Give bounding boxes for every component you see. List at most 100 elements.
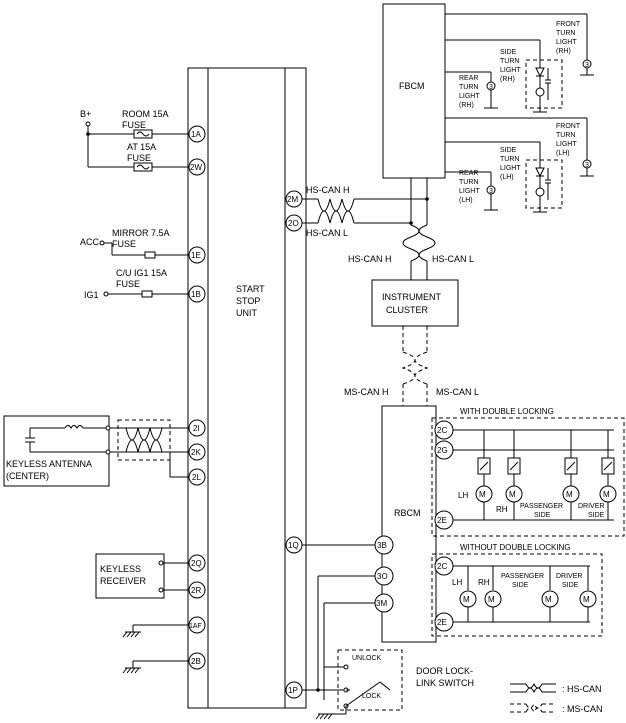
svg-text:3: 3 (489, 188, 493, 195)
side-lh-label-2: TURN (500, 156, 519, 163)
terminal-2B: 2B (191, 657, 201, 666)
turn-lights-rh: 3 FRONT TURN LIGHT (RH) SIDE TURN LIGHT … (445, 13, 594, 113)
hs-can-h-label-2: HS-CAN H (348, 254, 392, 264)
motor-rh-nodl: M RH (478, 566, 502, 622)
lh-label-nodl: LH (452, 578, 462, 587)
legend: : HS-CAN : MS-CAN (510, 682, 603, 714)
motor-driver-nodl: M DRIVER SIDE (556, 566, 597, 622)
side-rh-label-4: (RH) (500, 76, 515, 83)
rear-lh-label-4: (LH) (459, 197, 473, 204)
shield-enclosure (117, 419, 171, 461)
motor-icon-driver-dl: M (603, 490, 610, 499)
passenger-side-label-dl-1: PASSENGER (520, 503, 563, 510)
passenger-side-label-nodl-1: PASSENGER (501, 573, 544, 580)
terminal-2L: 2L (192, 473, 201, 482)
door-lock-link-switch: UNLOCK LOCK DOOR LOCK- LINK SWITCH (315, 649, 474, 720)
terminal-2O: 2O (288, 219, 299, 228)
keyless-antenna-label-2: (CENTER) (6, 471, 49, 481)
motor-icon-passenger-nodl: M (545, 595, 552, 604)
motor-icon-lh-dl: M (479, 490, 486, 499)
motor-icon-rh-dl: M (509, 490, 516, 499)
without-double-locking: WITHOUT DOUBLE LOCKING M LH M RH M PASSE… (431, 543, 603, 637)
front-rh-label-3: LIGHT (556, 39, 577, 46)
front-rh-label-2: TURN (556, 30, 575, 37)
driver-side-label-dl-1: DRIVER (578, 503, 604, 510)
terminal-3B: 3B (377, 541, 387, 550)
side-rh-label-2: TURN (500, 58, 519, 65)
power-supply: B+ ROOM 15A FUSE AT 15A FUSE ACC MIRROR … (80, 109, 189, 300)
at-fuse-label-2: FUSE (127, 153, 151, 163)
passenger-side-label-nodl-2: SIDE (512, 582, 529, 589)
with-double-locking-label: WITH DOUBLE LOCKING (460, 407, 554, 416)
switch-label-1: DOOR LOCK- (416, 666, 473, 676)
turn-lights-lh: 3 FRONT TURN LIGHT (LH) SIDE TURN LIGHT … (445, 117, 594, 213)
terminal-1Q: 1Q (288, 541, 299, 550)
ms-can-bus: MS-CAN H MS-CAN L (344, 326, 479, 406)
ssu-label-1: START (236, 284, 265, 294)
rbcm-label: RBCM (394, 508, 421, 518)
terminal-2Q: 2Q (191, 559, 202, 568)
motor-icon-passenger-dl: M (566, 490, 573, 499)
start-stop-unit: START STOP UNIT (187, 67, 307, 709)
terminal-2G: 2G (437, 446, 448, 455)
ssu-terminals-left: 1A 2W 1E 1B 2I 2K 2L 2Q 2R 1AF 2B (188, 125, 206, 670)
rear-rh-label-3: LIGHT (459, 93, 480, 100)
ssu-label-2: STOP (236, 296, 260, 306)
motor-passenger-nodl: M PASSENGER SIDE (501, 566, 559, 622)
cu-ig1-fuse-label-1: C/U IG1 15A (116, 268, 167, 278)
instrument-cluster-label-2: CLUSTER (386, 305, 429, 315)
front-rh-label-1: FRONT (556, 21, 581, 28)
acc-label: ACC (80, 237, 100, 247)
front-rh-label-4: (RH) (556, 48, 571, 55)
svg-text:3: 3 (585, 162, 589, 169)
side-rh-label-3: LIGHT (500, 67, 521, 74)
motor-icon-rh-nodl: M (488, 595, 495, 604)
ms-can-h-label: MS-CAN H (344, 387, 389, 397)
ssu-rbcm-wires (302, 544, 375, 700)
terminal-1B: 1B (191, 290, 201, 299)
rh-label-nodl: RH (478, 578, 490, 587)
side-lh-label-3: LIGHT (500, 165, 521, 172)
side-lh-label-4: (LH) (500, 174, 514, 181)
mirror-fuse-label-2: FUSE (112, 239, 136, 249)
rear-lh-label-3: LIGHT (459, 188, 480, 195)
side-lh-label-1: SIDE (500, 147, 517, 154)
passenger-side-label-dl-2: SIDE (534, 512, 551, 519)
unlock-label: UNLOCK (352, 655, 382, 662)
legend-hs-can: : HS-CAN (562, 684, 602, 694)
terminal-1A: 1A (191, 130, 201, 139)
mirror-fuse-label-1: MIRROR 7.5A (112, 228, 170, 238)
hs-can-l-label-1: HS-CAN L (306, 228, 348, 238)
motor-driver-dl: M DRIVER SIDE (578, 430, 617, 520)
legend-ms-can: : MS-CAN (562, 704, 603, 714)
motor-lh-nodl: M LH (452, 566, 477, 622)
motor-icon-driver-nodl: M (583, 595, 590, 604)
driver-side-label-dl-2: SIDE (588, 512, 605, 519)
b-plus-label: B+ (80, 109, 91, 119)
keyless-receiver-label-2: RECEIVER (100, 576, 147, 586)
rear-rh-label-2: TURN (459, 84, 478, 91)
terminal-1AF: 1AF (189, 623, 202, 630)
terminal-1E: 1E (191, 251, 201, 260)
terminal-2R: 2R (191, 586, 201, 595)
rear-lh-label-1: REAR (459, 170, 478, 177)
rear-rh-label-4: (RH) (459, 102, 474, 109)
ig1-label: IG1 (84, 290, 99, 300)
front-lh-label-2: TURN (556, 132, 575, 139)
driver-side-label-nodl-2: SIDE (562, 582, 579, 589)
terminal-2I: 2I (193, 424, 200, 433)
motor-rh-dl: M RH (496, 430, 523, 520)
driver-side-label-nodl-1: DRIVER (556, 573, 582, 580)
lh-label-dl: LH (458, 491, 468, 500)
terminal-2E-a: 2E (437, 516, 447, 525)
fbcm: FBCM (382, 3, 446, 179)
instrument-cluster: INSTRUMENT CLUSTER (371, 279, 459, 327)
rear-rh-label-1: REAR (459, 75, 478, 82)
keyless-receiver: KEYLESS RECEIVER (95, 553, 189, 599)
room-fuse-label-1: ROOM 15A (122, 109, 169, 119)
room-fuse-label-2: FUSE (122, 120, 146, 130)
keyless-receiver-label-1: KEYLESS (100, 564, 141, 574)
rbcm: RBCM 3B 3O 3M 2C 2G 2E 2C 2E (374, 405, 454, 643)
front-lh-label-3: LIGHT (556, 141, 577, 148)
terminal-2C-b: 2C (437, 562, 447, 571)
